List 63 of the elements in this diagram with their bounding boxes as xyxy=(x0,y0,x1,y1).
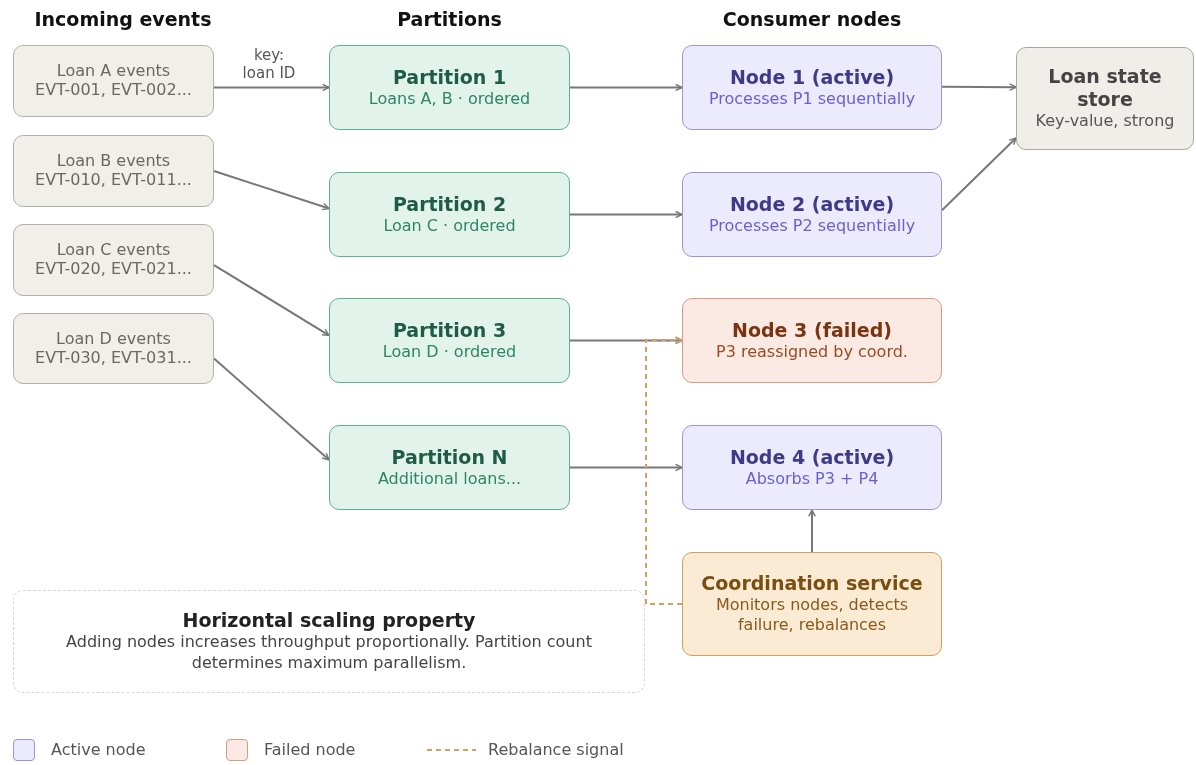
node-title: Loan B events xyxy=(56,151,171,171)
node-description: Processes P1 sequentially xyxy=(708,88,916,110)
dashed-arrow xyxy=(645,336,683,605)
arrow xyxy=(941,137,1017,212)
node-title: Node 2 (active) xyxy=(729,192,895,216)
consumer-node-box xyxy=(682,425,942,510)
partition-box xyxy=(329,298,570,383)
arrow xyxy=(569,83,683,92)
event-group-box xyxy=(13,135,214,207)
arrow xyxy=(941,83,1017,92)
node-title: Partition 2 xyxy=(392,192,507,216)
column-heading: Partitions xyxy=(396,8,503,30)
state-store-box xyxy=(1016,47,1194,150)
node-description: Monitors nodes, detects failure, rebalances xyxy=(714,594,910,637)
arrow xyxy=(213,264,330,337)
column-heading: Incoming events xyxy=(33,8,213,30)
node-title: Loan A events xyxy=(56,61,171,81)
node-description: Adding nodes increases throughput proportionally. Partition count determines maximum parallelism. xyxy=(65,632,593,674)
arrow xyxy=(213,170,330,211)
arrow xyxy=(569,463,683,472)
arrow xyxy=(808,509,816,553)
legend-label: Active node xyxy=(51,740,146,759)
node-description: EVT-010, EVT-011... xyxy=(35,170,192,191)
node-title: Node 4 (active) xyxy=(729,445,895,469)
arrow xyxy=(213,83,330,92)
node-description: Processes P2 sequentially xyxy=(708,215,916,237)
arrow xyxy=(569,210,683,219)
event-group-box xyxy=(13,45,214,117)
node-description: Additional loans... xyxy=(377,468,522,490)
node-description: Loans A, B · ordered xyxy=(368,88,531,110)
column-heading: Consumer nodes xyxy=(721,8,903,30)
node-title: Loan C events xyxy=(56,240,171,260)
legend-label: Failed node xyxy=(264,740,356,759)
node-description: Key-value, strong xyxy=(1035,110,1175,132)
node-description: P3 reassigned by coord. xyxy=(716,341,908,363)
arrow xyxy=(569,336,683,345)
consumer-node-box xyxy=(682,172,942,257)
event-group-box xyxy=(13,313,214,384)
node-title: Horizontal scaling property xyxy=(182,609,476,633)
node-description: Absorbs P3 + P4 xyxy=(745,468,879,490)
node-description: EVT-030, EVT-031... xyxy=(35,347,192,369)
node-title: Loan state store xyxy=(1047,65,1163,111)
node-description: EVT-020, EVT-021... xyxy=(35,259,192,280)
node-title: Partition 1 xyxy=(392,65,507,89)
node-title: Node 1 (active) xyxy=(729,65,895,89)
coordination-service-box xyxy=(682,552,942,656)
node-description: Loan C · ordered xyxy=(383,215,516,237)
event-group-box xyxy=(13,224,214,296)
node-title: Node 3 (failed) xyxy=(732,318,892,342)
node-title: Partition 3 xyxy=(392,318,507,342)
partition-box xyxy=(329,425,570,510)
node-description: EVT-001, EVT-002... xyxy=(35,80,192,101)
consumer-node-box xyxy=(682,45,942,130)
failed-node-box xyxy=(682,298,942,383)
partition-box xyxy=(329,45,570,130)
legend-label: Rebalance signal xyxy=(488,740,624,759)
node-title: Partition N xyxy=(391,445,508,469)
node-title: Coordination service xyxy=(701,571,923,595)
note-box xyxy=(13,590,645,693)
arrow xyxy=(213,357,330,461)
node-description: Loan D · ordered xyxy=(382,341,517,363)
partition-box xyxy=(329,172,570,257)
node-title: Loan D events xyxy=(56,328,171,348)
